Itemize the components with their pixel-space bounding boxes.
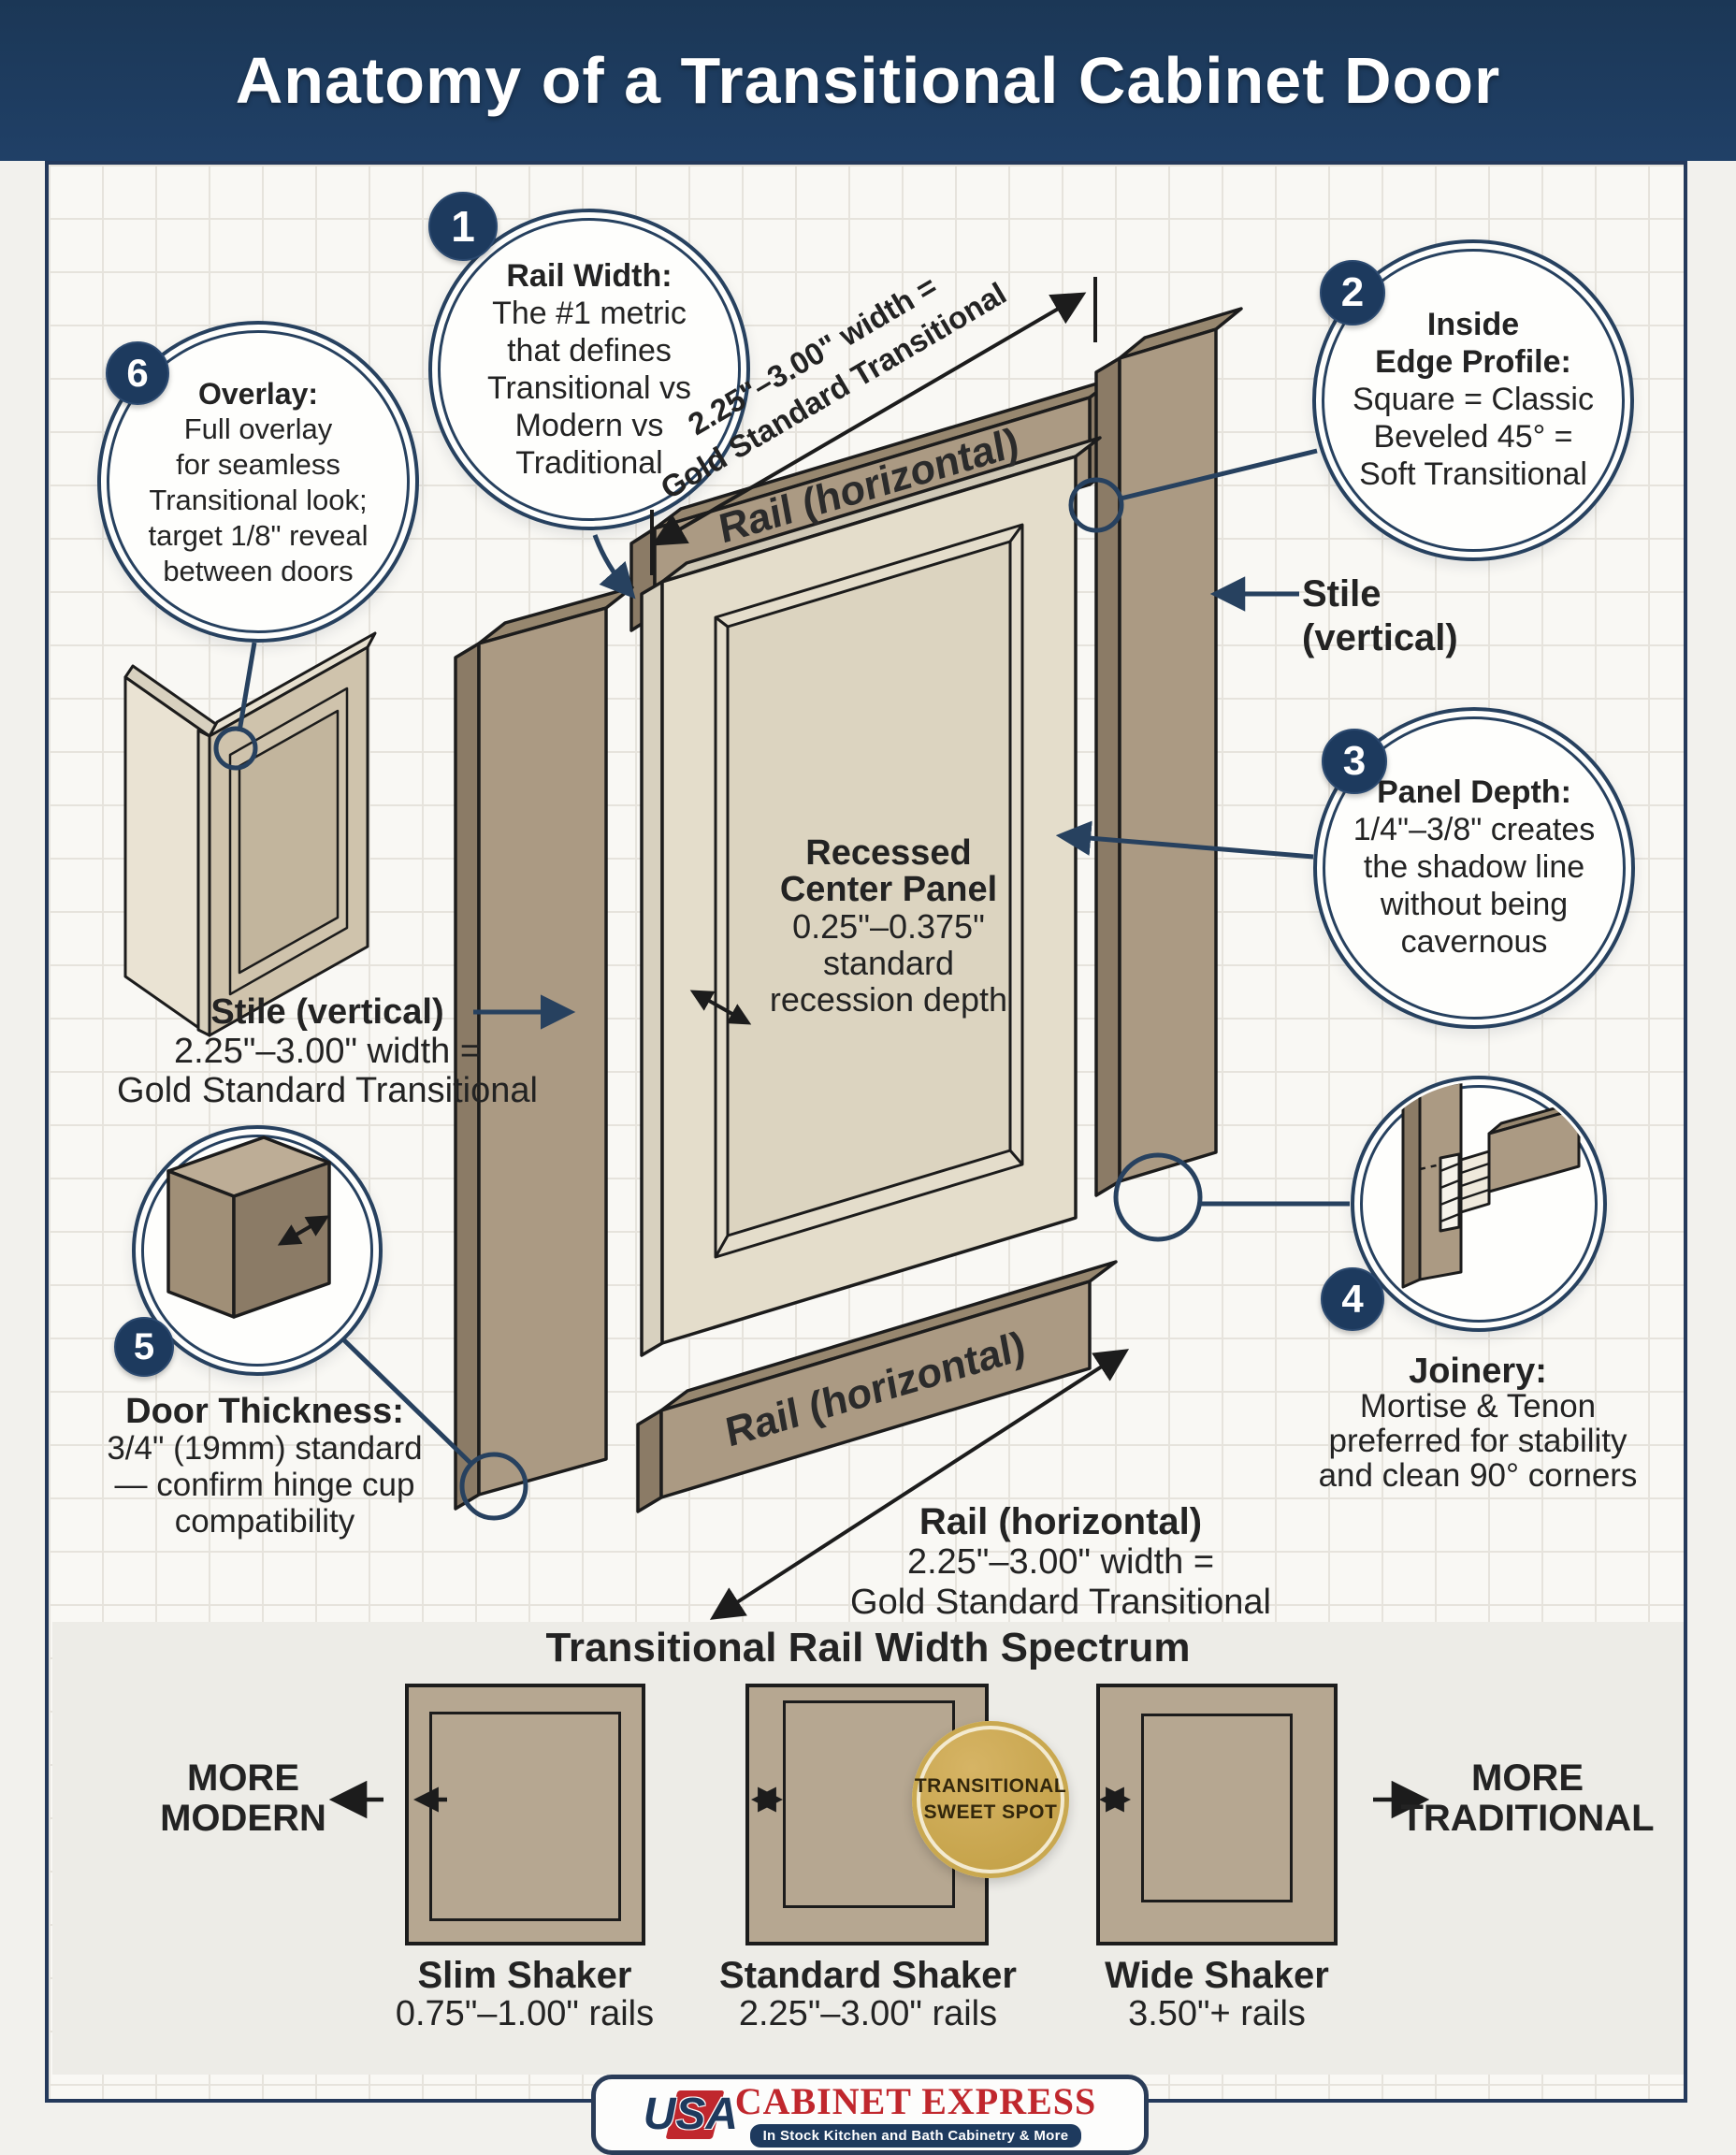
page-title: Anatomy of a Transitional Cabinet Door xyxy=(235,44,1501,117)
slim-door-panel-line xyxy=(429,1712,621,1921)
spectrum-door-slim xyxy=(405,1684,645,1945)
badge-2: 2 xyxy=(1320,260,1385,325)
spectrum-title: Transitional Rail Width Spectrum xyxy=(545,1625,1191,1670)
thickness-caption-line: — confirm hinge cup xyxy=(114,1467,415,1503)
stile-right-line: (vertical) xyxy=(1302,617,1458,658)
badge-1: 1 xyxy=(428,192,498,261)
panel-label-line: recession depth xyxy=(769,980,1008,1019)
spectrum-door-wide xyxy=(1096,1684,1338,1945)
callout-1-line: Rail Width: xyxy=(506,258,673,294)
callout-6-line: Transitional look; xyxy=(149,484,368,516)
callout-edge-profile-text: Inside Edge Profile: Square = Classic Be… xyxy=(1319,306,1628,493)
standard-shaker-name: Standard Shaker xyxy=(719,1955,1017,1996)
panel-label: Recessed Center Panel 0.25"–0.375" stand… xyxy=(720,833,1057,1019)
panel-label-line: Recessed xyxy=(805,833,972,873)
callout-6-line: Full overlay xyxy=(183,412,333,445)
rail-bottom-caption: Rail (horizontal) 2.25"–3.00" width = Go… xyxy=(827,1502,1295,1623)
callout-1-line: Traditional xyxy=(515,445,663,481)
more-traditional-line: TRADITIONAL xyxy=(1400,1798,1655,1839)
brand-column: CABINET EXPRESS In Stock Kitchen and Bat… xyxy=(734,2079,1097,2148)
stile-left-line: Stile (vertical) xyxy=(210,992,444,1032)
wide-door-panel-line xyxy=(1141,1714,1293,1902)
brand-name: CABINET EXPRESS xyxy=(734,2079,1097,2122)
callout-circle-joinery xyxy=(1351,1076,1607,1332)
panel-label-line: 0.25"–0.375" xyxy=(792,907,985,946)
callout-2-line: Inside xyxy=(1426,307,1520,342)
joinery-caption: Joinery: Mortise & Tenon preferred for s… xyxy=(1267,1352,1688,1494)
usa-logo-text: USA xyxy=(643,2090,739,2139)
stile-left-label: Stile (vertical) 2.25"–3.00" width = Gol… xyxy=(65,992,589,1110)
sweet-spot-badge: TRANSITIONAL SWEET SPOT xyxy=(912,1721,1069,1878)
thickness-caption-line: compatibility xyxy=(174,1503,355,1540)
joinery-caption-line: preferred for stability xyxy=(1328,1423,1628,1459)
panel-label-line: Center Panel xyxy=(779,870,998,909)
sweet-spot-line: TRANSITIONAL xyxy=(914,1775,1067,1798)
badge-3: 3 xyxy=(1322,729,1387,794)
wide-shaker-name: Wide Shaker xyxy=(1105,1955,1329,1996)
joinery-caption-line: Joinery: xyxy=(1409,1352,1547,1391)
callout-1-line: The #1 metric xyxy=(492,296,687,331)
slim-shaker-rails: 0.75"–1.00" rails xyxy=(395,1994,655,2033)
badge-5: 5 xyxy=(114,1317,174,1377)
callout-6-line: target 1/8" reveal xyxy=(148,519,369,552)
callout-1-line: Modern vs xyxy=(514,408,664,443)
header-bar: Anatomy of a Transitional Cabinet Door xyxy=(0,0,1736,161)
door-thickness-caption: Door Thickness: 3/4" (19mm) standard — c… xyxy=(31,1394,499,1540)
standard-shaker-rails: 2.25"–3.00" rails xyxy=(738,1994,998,2033)
callout-panel-depth-text: Panel Depth: 1/4"–3/8" creates the shado… xyxy=(1320,774,1628,961)
callout-3-line: cavernous xyxy=(1400,924,1548,960)
more-traditional-line: MORE xyxy=(1471,1757,1584,1799)
joinery-caption-line: Mortise & Tenon xyxy=(1359,1388,1597,1425)
slim-shaker-name: Slim Shaker xyxy=(417,1955,632,1996)
more-modern-line: MORE xyxy=(187,1757,299,1799)
wide-shaker-rails: 3.50"+ rails xyxy=(1128,1994,1306,2033)
more-modern-label: MORE MODERN xyxy=(98,1758,388,1839)
more-modern-line: MODERN xyxy=(160,1798,326,1839)
thickness-caption-line: Door Thickness: xyxy=(125,1392,404,1431)
rail-caption-line: 2.25"–3.00" width = xyxy=(906,1542,1215,1582)
badge-6: 6 xyxy=(106,341,169,405)
callout-2-line: Edge Profile: xyxy=(1375,344,1571,380)
callout-2-line: Beveled 45° = xyxy=(1373,419,1573,455)
brand-tagline: In Stock Kitchen and Bath Cabinetry & Mo… xyxy=(749,2123,1082,2148)
panel-label-line: standard xyxy=(822,944,955,982)
sweet-spot-line: SWEET SPOT xyxy=(923,1801,1058,1823)
stile-left-line: 2.25"–3.00" width = xyxy=(173,1032,482,1071)
stile-left-line: Gold Standard Transitional xyxy=(117,1071,538,1110)
callout-6-line: between doors xyxy=(163,555,354,587)
usa-logo: USA xyxy=(644,2088,738,2142)
callout-3-line: Panel Depth: xyxy=(1377,774,1571,810)
thickness-caption-line: 3/4" (19mm) standard xyxy=(107,1430,423,1467)
stile-right-label: Stile (vertical) xyxy=(1302,572,1583,660)
rail-caption-line: Gold Standard Transitional xyxy=(850,1583,1271,1622)
more-traditional-label: MORE TRADITIONAL xyxy=(1382,1758,1672,1839)
callout-3-line: without being xyxy=(1380,887,1569,922)
callout-3-line: 1/4"–3/8" creates xyxy=(1353,812,1596,847)
stile-right-line: Stile xyxy=(1302,573,1382,615)
callout-6-line: Overlay: xyxy=(197,377,319,411)
callout-3-line: the shadow line xyxy=(1363,849,1585,885)
callout-1-line: that defines xyxy=(507,333,672,369)
callout-rail-width-text: Rail Width: The #1 metric that defines T… xyxy=(435,257,744,482)
callout-overlay-text: Overlay: Full overlay for seamless Trans… xyxy=(111,376,405,589)
callout-2-line: Soft Transitional xyxy=(1359,456,1587,492)
rail-caption-line: Rail (horizontal) xyxy=(919,1501,1203,1542)
badge-4: 4 xyxy=(1321,1267,1384,1331)
joinery-caption-line: and clean 90° corners xyxy=(1318,1457,1638,1494)
callout-6-line: for seamless xyxy=(176,448,340,481)
footer-brand-box: USA CABINET EXPRESS In Stock Kitchen and… xyxy=(591,2075,1149,2155)
callout-2-line: Square = Classic xyxy=(1353,382,1594,417)
